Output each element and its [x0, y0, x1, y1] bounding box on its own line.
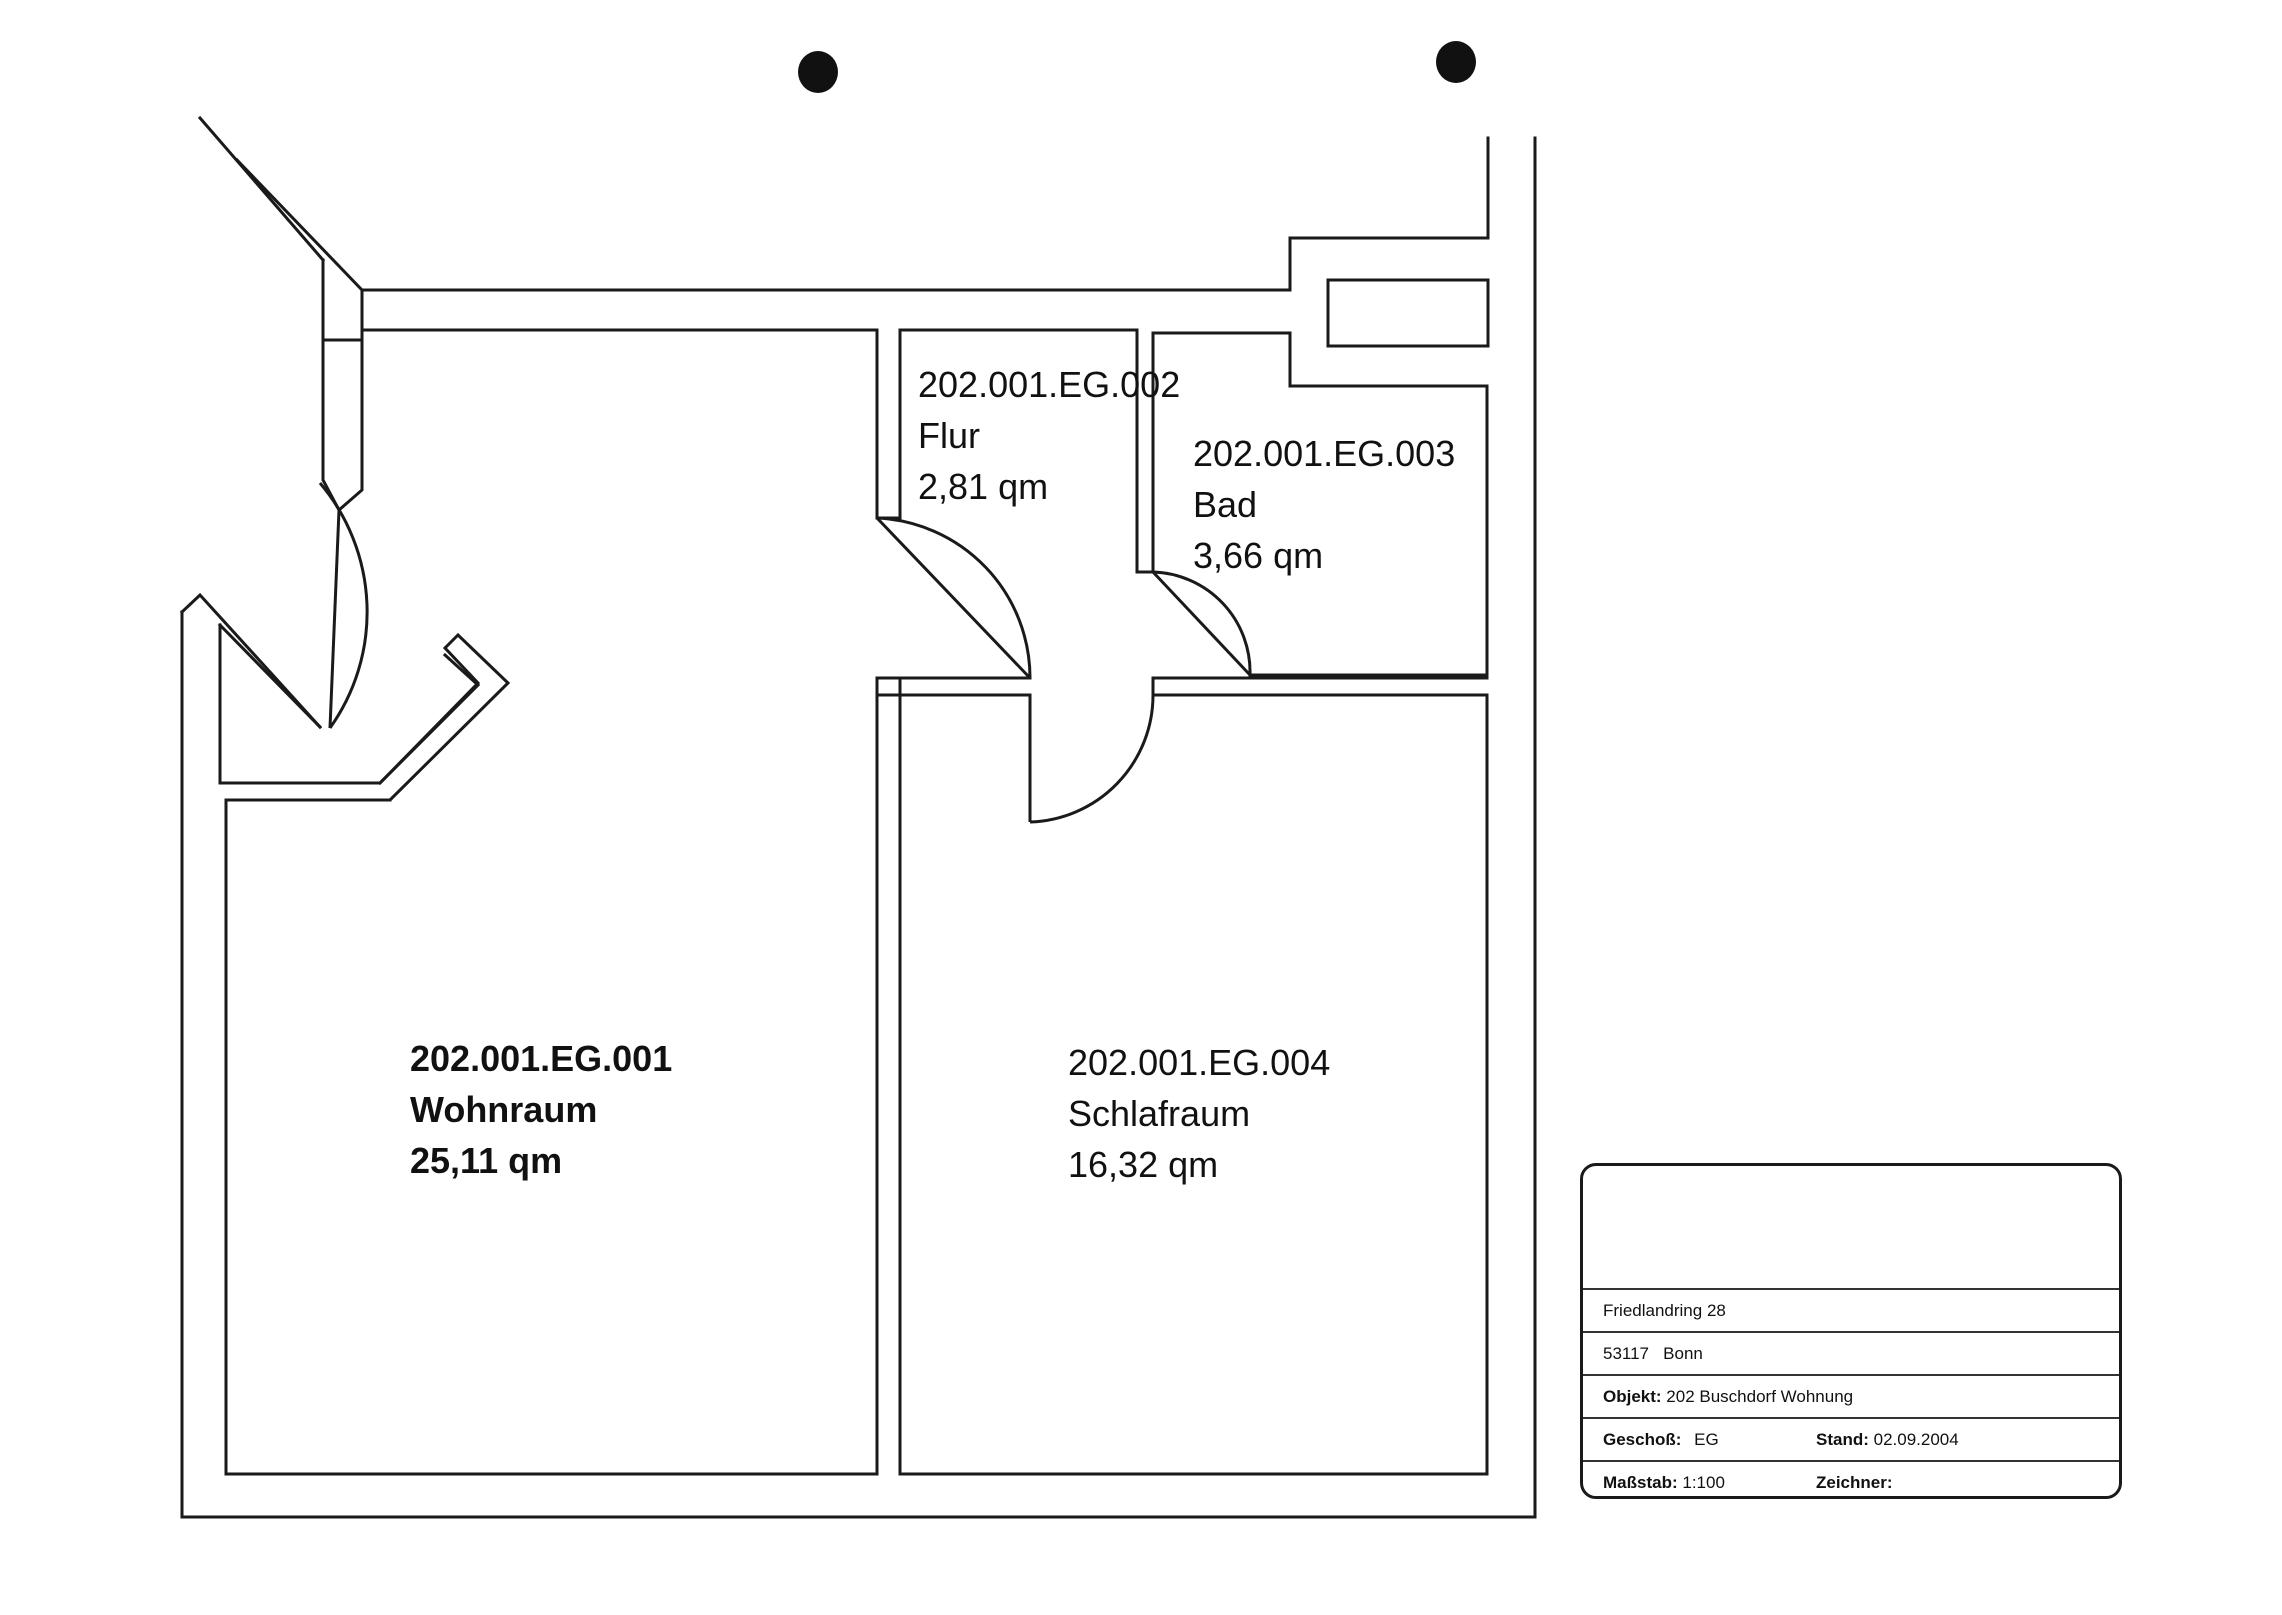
punch-hole-right [1436, 41, 1476, 83]
stand-value: 02.09.2004 [1873, 1430, 1959, 1449]
room-id: 202.001.EG.001 [410, 1038, 673, 1079]
geschoss-label: Geschoß: [1603, 1430, 1682, 1449]
title-block-massstab: Maßstab: 1:100 Zeichner: [1583, 1462, 2119, 1496]
room-name: Wohnraum [410, 1089, 598, 1130]
objekt-label: Objekt: [1603, 1387, 1662, 1406]
stand-label: Stand: [1816, 1430, 1869, 1449]
title-block-city: 53117 Bonn [1583, 1333, 2119, 1376]
outer-walls [179, 115, 1537, 1519]
geschoss-value: EG [1694, 1430, 1719, 1449]
title-block-header [1583, 1166, 2119, 1290]
room-area: 16,32 qm [1068, 1144, 1219, 1185]
room-name: Flur [918, 415, 980, 456]
room-label-flur: 202.001.EG.002 Flur 2,81 qm [918, 359, 1180, 512]
room-id: 202.001.EG.003 [1193, 433, 1456, 474]
room-area: 2,81 qm [918, 466, 1049, 507]
room-area: 25,11 qm [410, 1140, 563, 1181]
city-value: 53117 Bonn [1603, 1344, 1703, 1363]
massstab-value: 1:100 [1682, 1473, 1725, 1492]
inner-walls [217, 278, 1490, 1476]
room-id: 202.001.EG.002 [918, 364, 1181, 405]
room-label-bad: 202.001.EG.003 Bad 3,66 qm [1193, 428, 1455, 581]
title-block-objekt: Objekt: 202 Buschdorf Wohnung [1583, 1376, 2119, 1419]
room-label-schlafraum: 202.001.EG.004 Schlafraum 16,32 qm [1068, 1037, 1330, 1190]
room-id: 202.001.EG.004 [1068, 1042, 1331, 1083]
title-block-geschoss: Geschoß: EG Stand: 02.09.2004 [1583, 1419, 2119, 1462]
room-area: 3,66 qm [1193, 535, 1324, 576]
room-label-wohnraum: 202.001.EG.001 Wohnraum 25,11 qm [410, 1033, 672, 1186]
punch-hole-left [798, 51, 838, 93]
room-name: Schlafraum [1068, 1093, 1251, 1134]
stand-field: Stand: 02.09.2004 [1816, 1419, 1959, 1460]
zeichner-label: Zeichner: [1816, 1473, 1893, 1492]
room-name: Bad [1193, 484, 1258, 525]
objekt-value: 202 Buschdorf Wohnung [1666, 1387, 1854, 1406]
zeichner-field: Zeichner: [1816, 1462, 1893, 1496]
door-swings [318, 482, 1252, 824]
massstab-label: Maßstab: [1603, 1473, 1678, 1492]
street-value: Friedlandring 28 [1603, 1301, 1726, 1320]
title-block: Friedlandring 28 53117 Bonn Objekt: 202 … [1580, 1163, 2122, 1499]
title-block-street: Friedlandring 28 [1583, 1290, 2119, 1333]
